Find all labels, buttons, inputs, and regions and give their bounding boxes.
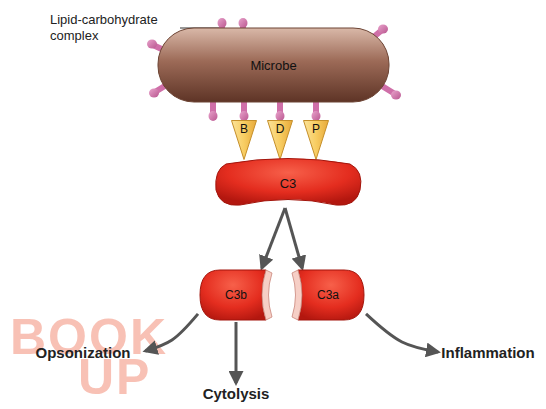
node-label: C3a: [317, 288, 339, 302]
node-label: B: [240, 122, 248, 136]
outcome-label: Opsonization: [36, 344, 131, 361]
factor-triangle: B: [231, 120, 257, 160]
node-label: Microbe: [250, 58, 296, 73]
fragment-shape: C3b: [198, 268, 274, 322]
flow-arrow: [235, 322, 238, 383]
lipid-knobs: [153, 24, 395, 114]
fragment-shape: C3a: [290, 268, 366, 322]
outcome-label: Cytolysis: [203, 385, 270, 402]
outcome-text: Cytolysis: [196, 383, 276, 403]
outcome-text: Opsonization: [18, 342, 148, 362]
outcome-text: Inflammation: [438, 342, 538, 362]
flow-arrow: [262, 208, 285, 268]
outcome-label: Inflammation: [441, 344, 534, 361]
flow-arrow: [145, 314, 198, 351]
flow-arrow: [366, 314, 438, 352]
node-label: C3: [280, 176, 297, 191]
microbe-cell: Microbe: [157, 27, 390, 103]
factor-triangle: D: [267, 120, 293, 160]
flow-arrow: [285, 208, 302, 268]
lipid-knob-heads: [147, 18, 401, 121]
complement-protein: C3: [214, 158, 362, 208]
factor-triangle: P: [303, 120, 329, 160]
node-label: P: [312, 122, 320, 136]
node-label: D: [276, 122, 285, 136]
part-label: Lipid-carbohydrate complex: [50, 12, 180, 44]
node-label: C3b: [225, 288, 247, 302]
